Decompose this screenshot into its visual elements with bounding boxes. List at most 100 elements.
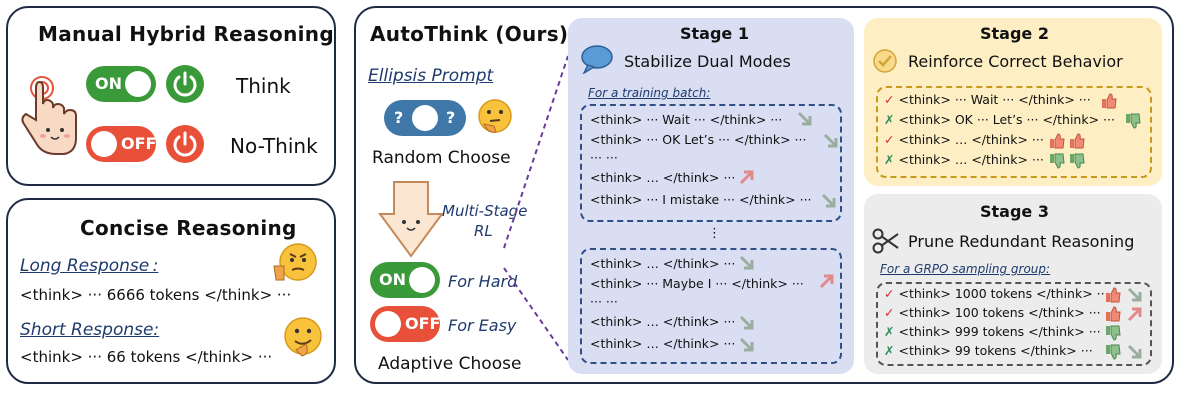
for-hard-label: For Hard: [448, 272, 518, 291]
list-item: <think> … </think> ···: [590, 336, 736, 351]
on-toggle[interactable]: ON: [86, 66, 156, 102]
question-mark-icon: ?: [394, 108, 404, 127]
random-choose-label: Random Choose: [372, 148, 511, 168]
arrow-down-icon: [739, 315, 754, 330]
down-arrow-icon: [378, 181, 444, 258]
on-toggle-label: ON: [379, 270, 406, 289]
scissors-icon: [872, 228, 899, 254]
stage3-panel: Stage 3 Prune Redundant Reasoning For a …: [864, 194, 1162, 374]
question-mark-icon: ?: [446, 108, 456, 127]
hand-pointer-icon: [21, 76, 77, 155]
arrow-up-icon: [739, 170, 754, 185]
short-response-label: Short Response:: [20, 320, 160, 340]
stage1-subtitle: Stabilize Dual Modes: [624, 52, 791, 71]
thumbs-up-icon: [1106, 287, 1121, 303]
arrow-down-icon: [739, 255, 754, 270]
list-item: <think> ··· I mistake ··· </think> ···: [590, 192, 812, 207]
toggle-knob: [409, 267, 435, 293]
thinking-face-icon: [478, 99, 512, 133]
thinking-emoji-icon: [273, 243, 317, 281]
concise-reasoning-panel: Concise Reasoning Long Response : <think…: [6, 198, 336, 384]
adaptive-choose-label: Adaptive Choose: [378, 354, 522, 374]
power-off-icon[interactable]: [166, 125, 204, 163]
arrow-up-icon: [819, 274, 834, 289]
thumbs-up-icon: [1050, 133, 1065, 149]
short-response-text: <think> ··· 66 tokens </think> ···: [20, 348, 273, 366]
check-icon: ✓: [884, 305, 895, 320]
list-item: ✓ <think> 1000 tokens </think> ···: [884, 286, 1109, 301]
list-item: <think> ··· OK Let’s ··· </think> ···: [590, 132, 807, 147]
toggle-knob: [412, 105, 438, 131]
multi-stage-label-1: Multi-Stage: [442, 202, 528, 220]
list-item: ✓ <think> … </think> ···: [884, 132, 1044, 147]
batch-box-1: <think> ··· Wait ··· </think> ··· <think…: [580, 104, 842, 222]
off-toggle-label: OFF: [121, 134, 157, 153]
thumbs-up-icon: [1102, 93, 1117, 109]
arrow-down-icon: [821, 193, 836, 208]
arrow-down-icon: [1127, 344, 1142, 359]
thinking-face-icon: [284, 317, 322, 357]
check-icon: ✓: [884, 92, 895, 107]
stage2-subtitle: Reinforce Correct Behavior: [908, 52, 1123, 71]
list-item: ✓ <think> ··· Wait ··· </think> ···: [884, 92, 1091, 107]
connector-lines: [503, 55, 569, 361]
for-easy-label: For Easy: [448, 316, 517, 335]
batch-box-2: <think> … </think> ··· <think> ··· Maybe…: [580, 248, 842, 364]
speech-bubble-icon: [581, 45, 613, 74]
nothink-label: No-Think: [230, 134, 318, 158]
check-icon: ✓: [884, 132, 895, 147]
cross-icon: ✗: [884, 112, 895, 127]
list-item: ✗ <think> … </think> ···: [884, 152, 1044, 167]
training-batch-label: For a training batch:: [588, 86, 711, 100]
arrow-down-icon: [1127, 287, 1142, 302]
stage1-panel: Stage 1 Stabilize Dual Modes For a train…: [568, 18, 854, 374]
on-toggle[interactable]: ON: [370, 262, 440, 298]
list-item: ··· ···: [590, 150, 618, 165]
grpo-group-label: For a GRPO sampling group:: [880, 262, 1051, 276]
long-response-label: Long Response :: [20, 256, 159, 276]
long-response-text: <think> ··· 6666 tokens </think> ···: [20, 286, 292, 304]
autothink-title: AutoThink (Ours): [370, 22, 569, 46]
manual-hybrid-panel: Manual Hybrid Reasoning ON Think OFF No-…: [6, 6, 336, 186]
stage1-title: Stage 1: [680, 24, 749, 43]
thumbs-up-icon: [1070, 133, 1085, 149]
grpo-box: ✓ <think> 1000 tokens </think> ··· ✓ <th…: [876, 282, 1152, 366]
toggle-knob: [91, 131, 117, 157]
toggle-knob: [125, 71, 151, 97]
on-toggle-label: ON: [95, 74, 122, 93]
thumbs-up-icon: [1106, 306, 1121, 322]
list-item: ✓ <think> 100 tokens </think> ···: [884, 305, 1101, 320]
think-label: Think: [236, 74, 291, 98]
thumbs-down-icon: [1106, 325, 1121, 341]
arrow-down-icon: [739, 337, 754, 352]
thumbs-down-icon: [1126, 113, 1141, 129]
manual-title: Manual Hybrid Reasoning: [38, 22, 334, 46]
list-item: <think> … </think> ···: [590, 256, 736, 271]
off-toggle[interactable]: OFF: [86, 126, 156, 162]
checkmark-circle-icon: [873, 49, 897, 73]
thumbs-down-icon: [1106, 344, 1121, 360]
cross-icon: ✗: [884, 324, 895, 339]
list-item: ··· ···: [590, 294, 618, 309]
arrow-up-icon: [1127, 307, 1142, 322]
random-toggle[interactable]: ? ?: [384, 100, 466, 136]
thumbs-down-icon: [1050, 153, 1065, 169]
list-item: <think> ··· Wait ··· </think> ···: [590, 112, 783, 127]
vertical-ellipsis: ⋮: [708, 226, 721, 241]
behavior-box: ✓ <think> ··· Wait ··· </think> ··· ✗ <t…: [876, 86, 1152, 178]
list-item: ✗ <think> OK ··· Let’s ··· </think> ···: [884, 112, 1115, 127]
check-icon: ✓: [884, 286, 895, 301]
arrow-down-icon: [797, 111, 812, 126]
list-item: <think> … </think> ···: [590, 170, 736, 185]
off-toggle[interactable]: OFF: [370, 306, 440, 342]
list-item: <think> … </think> ···: [590, 314, 736, 329]
toggle-knob: [375, 311, 401, 337]
power-on-icon[interactable]: [166, 65, 204, 103]
stage2-title: Stage 2: [980, 24, 1049, 43]
stage2-panel: Stage 2 Reinforce Correct Behavior ✓ <th…: [864, 18, 1162, 186]
list-item: ✗ <think> 99 tokens </think> ···: [884, 343, 1093, 358]
cross-icon: ✗: [884, 343, 895, 358]
multi-stage-label-2: RL: [474, 222, 493, 240]
concise-title: Concise Reasoning: [80, 216, 297, 240]
thumbs-down-icon: [1070, 153, 1085, 169]
